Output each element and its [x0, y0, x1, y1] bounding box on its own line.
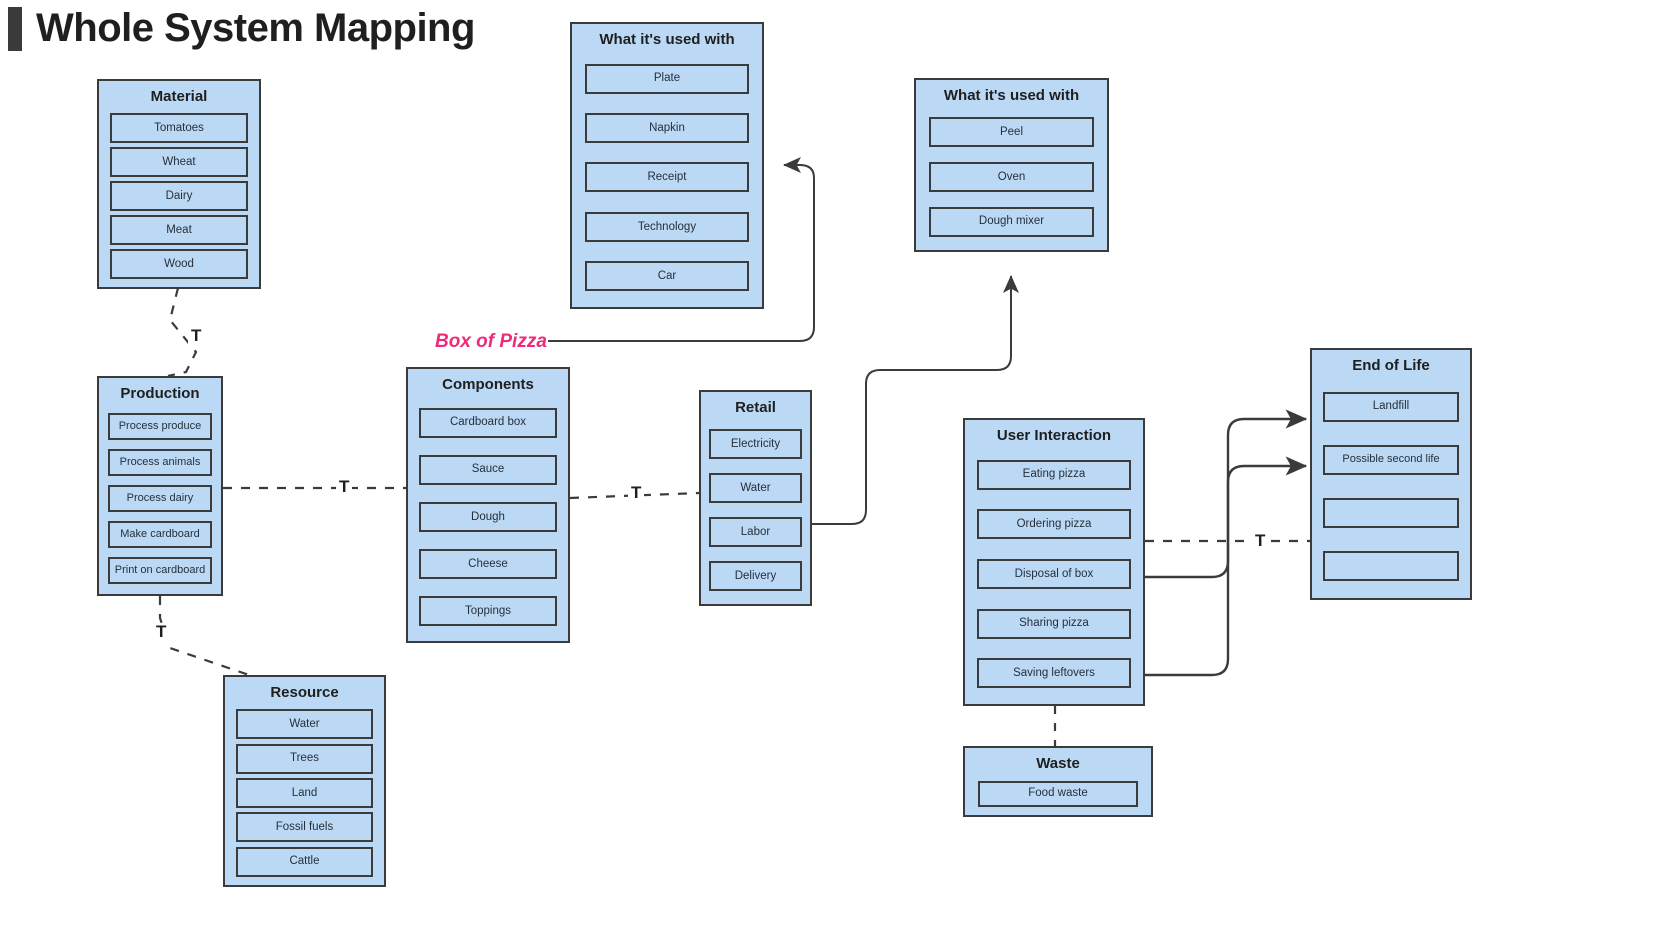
group-retail[interactable]: Retail Electricity Water Labor Delivery	[699, 390, 812, 606]
edge-marker-t-production-resource: T	[153, 623, 170, 640]
item-peel[interactable]: Peel	[929, 117, 1094, 148]
edge-disposal-landfill	[1131, 409, 1308, 579]
group-user-interaction[interactable]: User Interaction Eating pizza Ordering p…	[963, 418, 1145, 706]
group-title-used-with-kitchen: What it's used with	[943, 87, 1080, 104]
group-items-components: Cardboard box Sauce Dough Cheese Topping…	[408, 397, 568, 641]
item-cattle[interactable]: Cattle	[236, 846, 373, 877]
group-title-waste: Waste	[1036, 755, 1080, 772]
group-items-waste: Food waste	[965, 776, 1151, 815]
item-process-animals[interactable]: Process animals	[107, 448, 213, 476]
item-eating-pizza[interactable]: Eating pizza	[977, 459, 1131, 490]
group-items-retail: Electricity Water Labor Delivery	[701, 420, 810, 604]
item-disposal-of-box[interactable]: Disposal of box	[977, 558, 1131, 589]
item-ordering-pizza[interactable]: Ordering pizza	[977, 509, 1131, 540]
edge-marker-t-userinteraction-endoflife: T	[1252, 532, 1269, 549]
item-end-of-life-empty-1[interactable]	[1323, 497, 1459, 528]
item-delivery[interactable]: Delivery	[708, 561, 803, 591]
item-receipt[interactable]: Receipt	[585, 162, 749, 193]
item-sharing-pizza[interactable]: Sharing pizza	[977, 608, 1131, 639]
item-make-cardboard[interactable]: Make cardboard	[107, 520, 213, 548]
item-dough-mixer[interactable]: Dough mixer	[929, 206, 1094, 237]
edge-marker-t-components-retail: T	[628, 484, 645, 501]
item-labor[interactable]: Labor	[708, 517, 803, 547]
item-trees[interactable]: Trees	[236, 743, 373, 774]
group-production[interactable]: Production Process produce Process anima…	[97, 376, 223, 596]
group-items-user-interaction: Eating pizza Ordering pizza Disposal of …	[965, 448, 1143, 704]
group-title-material: Material	[150, 88, 208, 105]
group-title-used-with-table: What it's used with	[599, 31, 735, 48]
group-items-end-of-life: Landfill Possible second life	[1312, 378, 1470, 598]
group-used-with-kitchen[interactable]: What it's used with Peel Oven Dough mixe…	[914, 78, 1109, 252]
item-wheat[interactable]: Wheat	[110, 147, 248, 177]
group-title-end-of-life: End of Life	[1352, 357, 1430, 374]
item-process-produce[interactable]: Process produce	[107, 412, 213, 440]
item-sauce[interactable]: Sauce	[419, 454, 557, 485]
item-plate[interactable]: Plate	[585, 63, 749, 94]
group-waste[interactable]: Waste Food waste	[963, 746, 1153, 817]
item-food-waste[interactable]: Food waste	[978, 780, 1138, 807]
item-land[interactable]: Land	[236, 777, 373, 808]
item-wood[interactable]: Wood	[110, 249, 248, 279]
item-technology[interactable]: Technology	[585, 211, 749, 242]
group-resource[interactable]: Resource Water Trees Land Fossil fuels C…	[223, 675, 386, 887]
page-title: Whole System Mapping	[36, 6, 475, 50]
item-cardboard-box[interactable]: Cardboard box	[419, 407, 557, 438]
item-end-of-life-empty-2[interactable]	[1323, 550, 1459, 581]
item-water-resource[interactable]: Water	[236, 709, 373, 740]
item-landfill[interactable]: Landfill	[1323, 391, 1459, 422]
group-items-used-with-kitchen: Peel Oven Dough mixer	[916, 108, 1107, 250]
item-saving-leftovers[interactable]: Saving leftovers	[977, 658, 1131, 689]
title-accent-bar	[8, 6, 22, 51]
group-items-used-with-table: Plate Napkin Receipt Technology Car	[572, 52, 762, 307]
group-title-retail: Retail	[735, 399, 776, 416]
group-items-production: Process produce Process animals Process …	[99, 406, 221, 594]
group-title-resource: Resource	[270, 684, 339, 701]
group-material[interactable]: Material Tomatoes Wheat Dairy Meat Wood	[97, 79, 261, 289]
group-title-components: Components	[442, 376, 534, 393]
edge-savingleftovers-secondlife	[1131, 456, 1308, 677]
item-meat[interactable]: Meat	[110, 215, 248, 245]
item-possible-second-life[interactable]: Possible second life	[1323, 444, 1459, 475]
group-end-of-life[interactable]: End of Life Landfill Possible second lif…	[1310, 348, 1472, 600]
group-items-resource: Water Trees Land Fossil fuels Cattle	[225, 705, 384, 885]
item-cheese[interactable]: Cheese	[419, 549, 557, 580]
group-used-with-table[interactable]: What it's used with Plate Napkin Receipt…	[570, 22, 764, 309]
edge-label-box-of-pizza: Box of Pizza	[435, 331, 547, 352]
group-items-material: Tomatoes Wheat Dairy Meat Wood	[99, 109, 259, 287]
item-tomatoes[interactable]: Tomatoes	[110, 113, 248, 143]
item-dairy[interactable]: Dairy	[110, 181, 248, 211]
edge-marker-t-production-components: T	[336, 478, 353, 495]
edge-marker-t-material-production: T	[188, 327, 205, 344]
item-toppings[interactable]: Toppings	[419, 596, 557, 627]
group-title-production: Production	[120, 385, 200, 402]
group-components[interactable]: Components Cardboard box Sauce Dough Che…	[406, 367, 570, 643]
item-process-dairy[interactable]: Process dairy	[107, 484, 213, 512]
edge-production-resource	[158, 596, 301, 683]
item-electricity[interactable]: Electricity	[708, 429, 803, 459]
item-dough[interactable]: Dough	[419, 501, 557, 532]
page-header: Whole System Mapping	[8, 6, 475, 51]
item-oven[interactable]: Oven	[929, 161, 1094, 192]
item-fossil-fuels[interactable]: Fossil fuels	[236, 812, 373, 843]
item-print-on-cardboard[interactable]: Print on cardboard	[107, 556, 213, 584]
item-water-retail[interactable]: Water	[708, 473, 803, 503]
item-car[interactable]: Car	[585, 261, 749, 292]
group-title-user-interaction: User Interaction	[996, 427, 1112, 444]
item-napkin[interactable]: Napkin	[585, 113, 749, 144]
